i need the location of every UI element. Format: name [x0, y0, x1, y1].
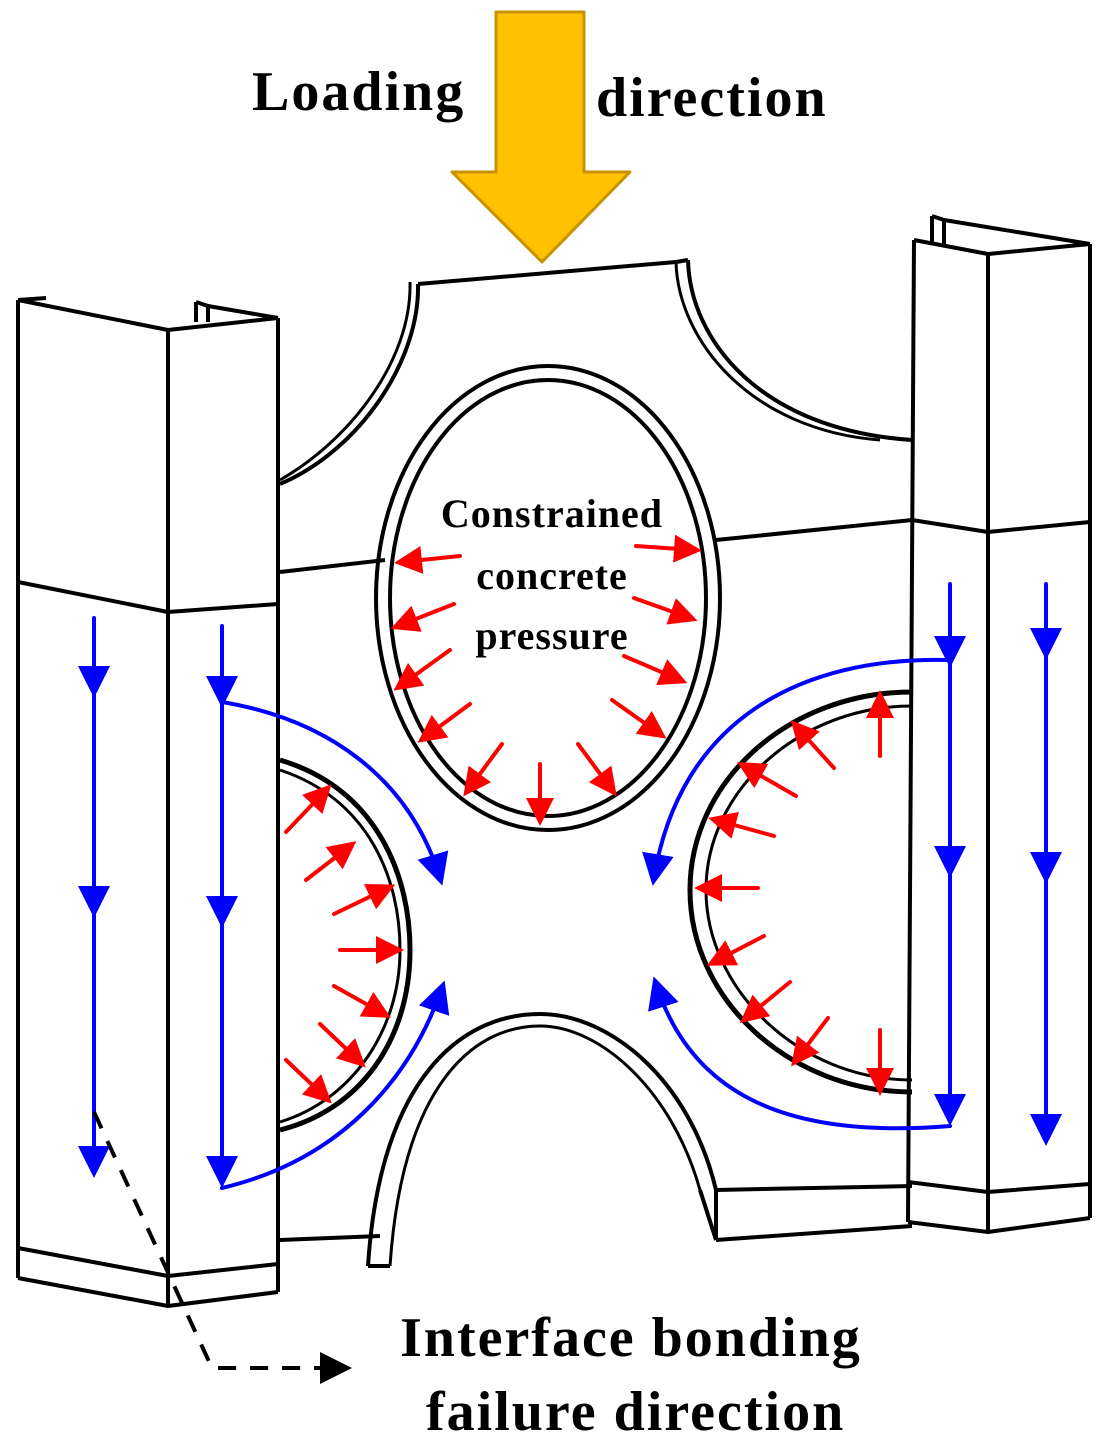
direction-label: direction [596, 67, 828, 129]
loading-label: Loading [252, 61, 466, 123]
left-steel-column [16, 296, 280, 1308]
red-pressure-arrows-left [284, 784, 404, 1104]
red-pressure-arrows-right [694, 690, 894, 1096]
central-ellipse [374, 364, 722, 832]
interface-label-line2: failure direction [426, 1381, 846, 1443]
red-pressure-arrows-ellipse [390, 534, 702, 826]
constrained-label-line3: pressure [475, 613, 629, 658]
dashed-arrow-icon [92, 1111, 352, 1384]
right-steel-column [906, 214, 1092, 1234]
concrete-panel [279, 258, 913, 1268]
blue-flow-arrows [78, 582, 1062, 1190]
load-arrow-icon [450, 10, 632, 264]
constrained-label-line2: concrete [476, 553, 628, 598]
constrained-label-line1: Constrained [440, 491, 664, 536]
interface-label-line1: Interface bonding [400, 1307, 862, 1369]
